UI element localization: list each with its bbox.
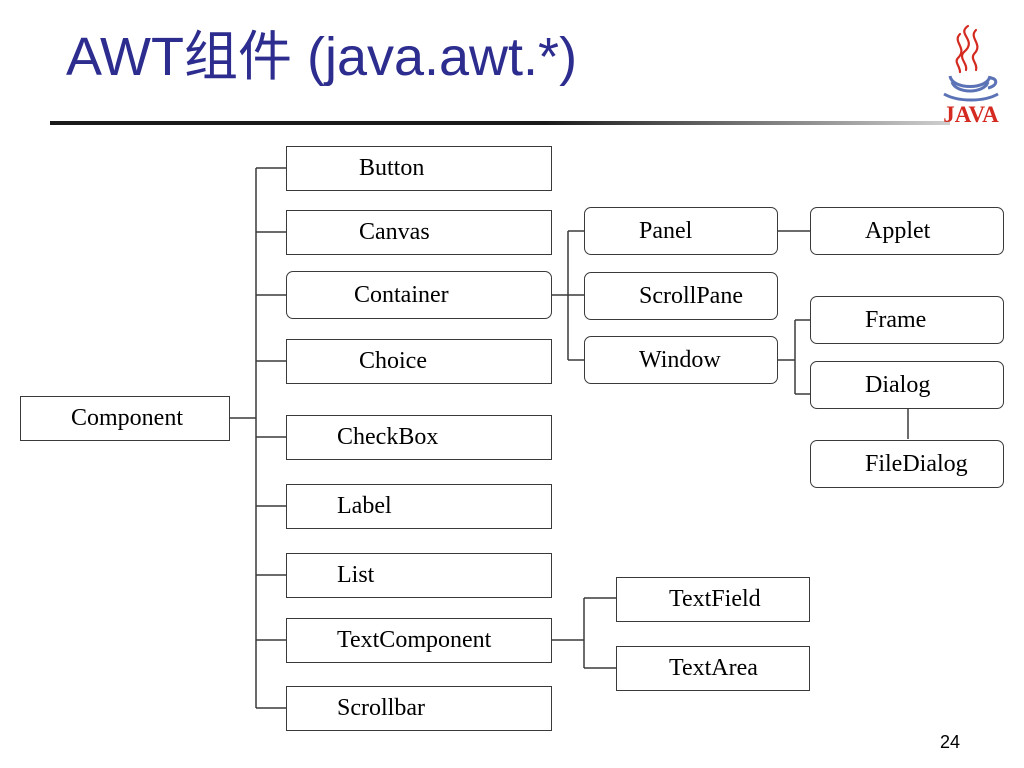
node-filedialog: FileDialog [810, 440, 1004, 488]
java-logo-cup [943, 75, 999, 102]
node-window: Window [584, 336, 778, 384]
node-list-label: List [337, 562, 375, 588]
node-checkbox-label: CheckBox [337, 424, 439, 450]
node-component-label: Component [71, 405, 183, 431]
node-checkbox: CheckBox [286, 415, 552, 460]
node-container: Container [286, 271, 552, 319]
node-component: Component [20, 396, 230, 441]
node-applet: Applet [810, 207, 1004, 255]
java-logo-steam [955, 24, 979, 74]
node-applet-label: Applet [865, 217, 931, 244]
node-scrollpane-label: ScrollPane [639, 282, 743, 309]
node-choice: Choice [286, 339, 552, 384]
title-divider [50, 121, 950, 125]
node-textfield: TextField [616, 577, 810, 622]
node-frame: Frame [810, 296, 1004, 344]
slide-title: AWT组件 (java.awt.*) [66, 27, 578, 87]
node-list: List [286, 553, 552, 598]
node-filedialog-label: FileDialog [865, 450, 968, 477]
node-window-label: Window [639, 346, 721, 373]
node-canvas: Canvas [286, 210, 552, 255]
java-coffee-cup-icon: JAVA [943, 24, 999, 126]
node-dialog-label: Dialog [865, 371, 931, 398]
node-label-label: Label [337, 493, 392, 519]
node-container-label: Container [354, 281, 449, 308]
node-panel-label: Panel [639, 217, 693, 244]
java-logo-text: JAVA [943, 102, 999, 126]
node-scrollbar: Scrollbar [286, 686, 552, 731]
page-number: 24 [940, 732, 961, 752]
node-panel: Panel [584, 207, 778, 255]
node-scrollbar-label: Scrollbar [337, 695, 425, 721]
node-dialog: Dialog [810, 361, 1004, 409]
node-label: Label [286, 484, 552, 529]
node-button-label: Button [359, 155, 425, 181]
node-choice-label: Choice [359, 348, 427, 374]
node-button: Button [286, 146, 552, 191]
node-textcomponent: TextComponent [286, 618, 552, 663]
node-textfield-label: TextField [669, 586, 761, 612]
node-textarea-label: TextArea [669, 655, 758, 681]
node-textarea: TextArea [616, 646, 810, 691]
node-canvas-label: Canvas [359, 219, 430, 245]
node-frame-label: Frame [865, 306, 927, 333]
node-textcomponent-label: TextComponent [337, 627, 492, 653]
node-scrollpane: ScrollPane [584, 272, 778, 320]
